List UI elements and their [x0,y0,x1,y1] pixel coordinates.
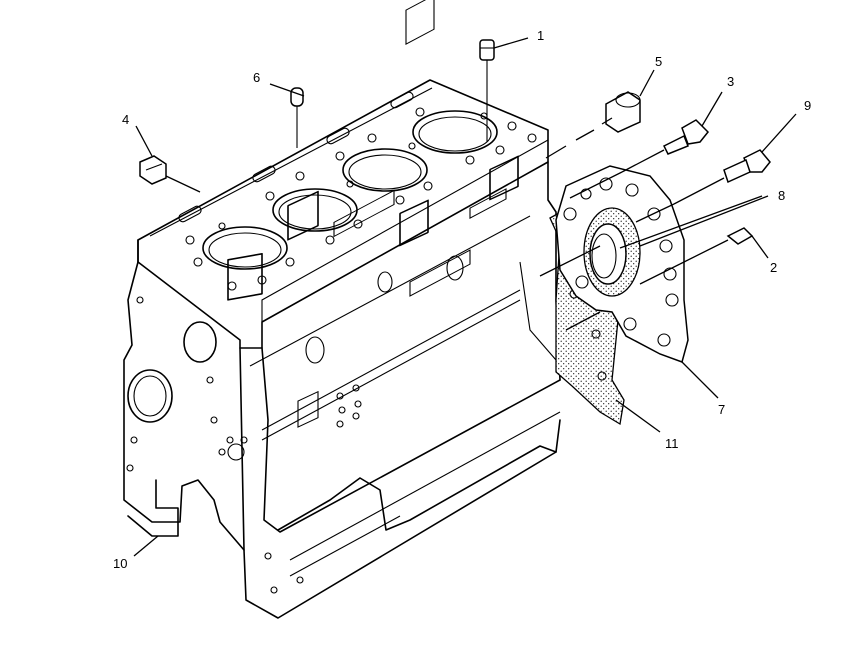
callout-7: 7 [718,402,725,417]
callout-6: 6 [253,70,260,85]
part-4-plug [139,155,201,193]
part-5-cap [545,91,641,159]
block-side-details [126,0,519,594]
callout-9: 9 [804,98,811,113]
callout-10: 10 [113,556,127,571]
cylinder-bores [202,110,498,270]
leader-8 [639,195,769,247]
cylinder-block [123,79,561,619]
callout-11: 11 [665,436,679,451]
part-3-bolt [621,119,710,173]
callout-2: 2 [770,260,777,275]
callout-1: 1 [537,28,544,43]
deck-holes [178,91,537,291]
callout-4: 4 [122,112,129,127]
callout-8: 8 [778,188,785,203]
part-9-bolt [673,149,771,205]
part-6-dowel [290,87,304,148]
part-1-plug [479,39,495,142]
assembly-lines [539,171,763,331]
callout-5: 5 [655,54,662,69]
oil-seal [583,207,641,297]
leader-lines [133,37,797,557]
part-2-pin [679,227,754,265]
callout-labels: 1 2 3 4 5 6 7 8 9 10 11 [113,28,811,571]
callout-3: 3 [727,74,734,89]
